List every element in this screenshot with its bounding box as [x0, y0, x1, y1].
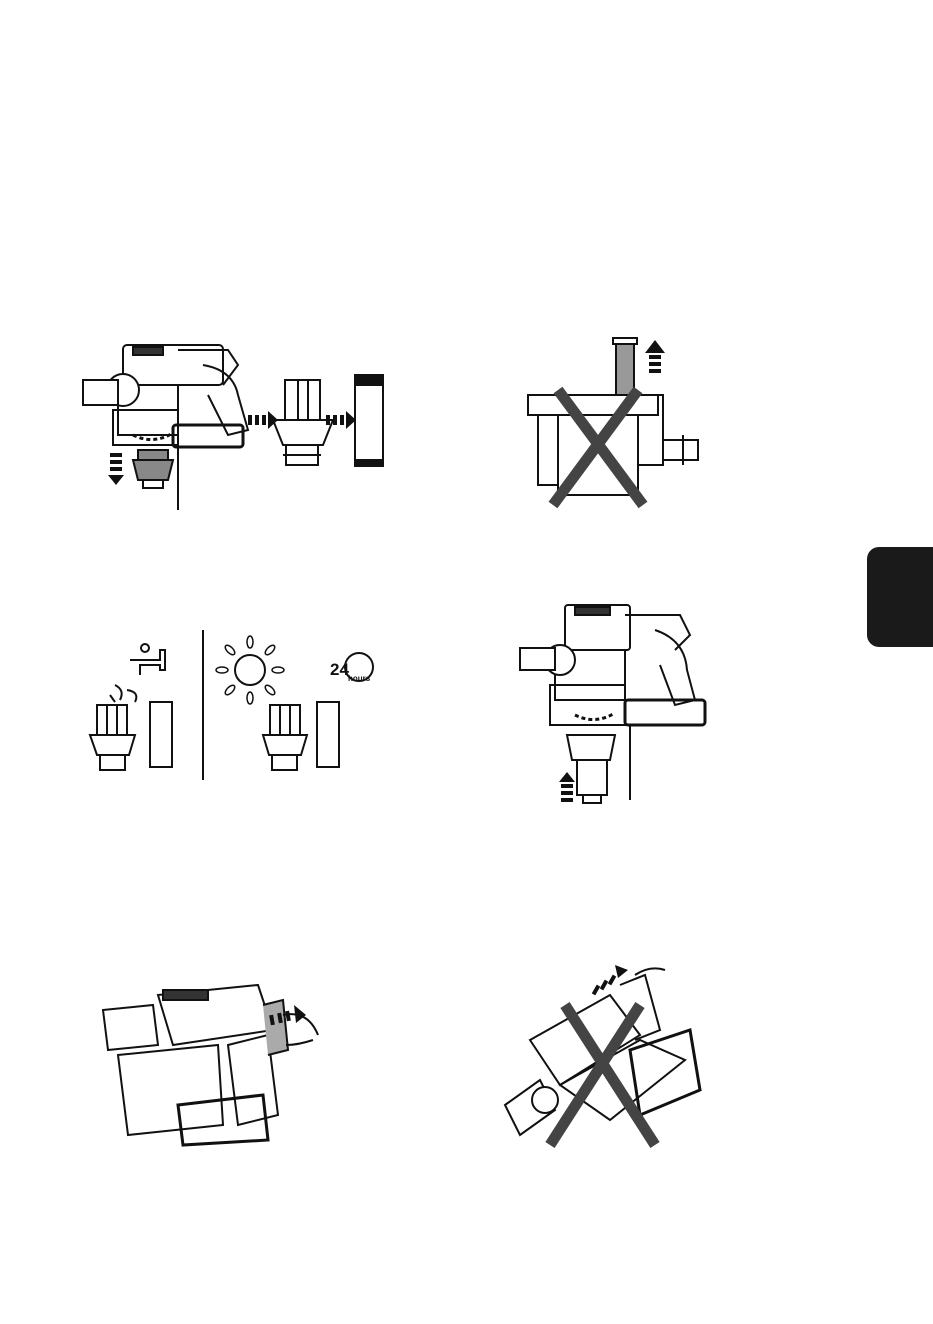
incorrect-usage-illustration — [518, 335, 718, 515]
handle-detach-illustration — [98, 975, 323, 1150]
hours-number: 24 — [330, 660, 349, 680]
figure-incorrect-filter-removal — [518, 335, 718, 515]
vacuum-disassembly-illustration — [78, 335, 398, 525]
section-tab-marker — [867, 547, 933, 647]
figure-reinstall-dust-cup — [515, 600, 715, 815]
incorrect-detach-illustration — [500, 960, 710, 1150]
figure-detach-handle — [98, 975, 323, 1150]
24-hours-icon: 24 hours — [330, 652, 378, 692]
figure-remove-dust-cup — [78, 335, 398, 525]
hours-word: hours — [348, 674, 370, 683]
figure-incorrect-detach — [500, 960, 710, 1150]
reassembly-illustration — [515, 600, 715, 815]
